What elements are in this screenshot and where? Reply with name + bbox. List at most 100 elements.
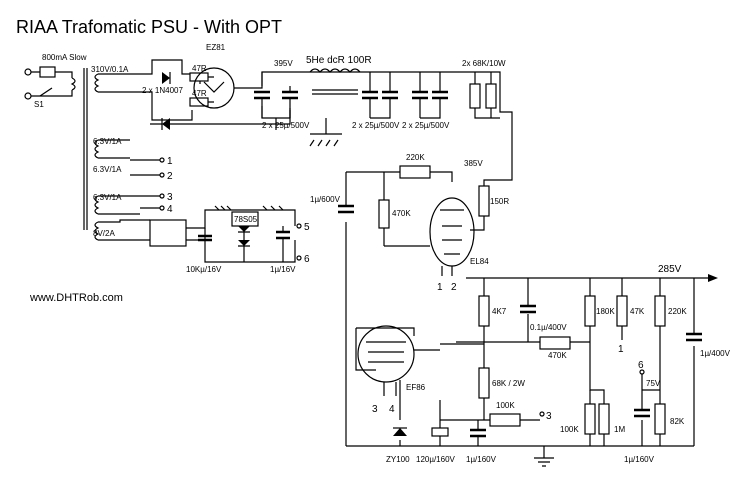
- el84-label: EL84: [470, 257, 489, 266]
- res-150r: [478, 185, 490, 217]
- switch-label: S1: [34, 100, 44, 109]
- cap-120u-label: 120µ/160V: [416, 455, 456, 464]
- choke-label: 5He dcR 100R: [306, 55, 372, 66]
- v75-label: 75V: [646, 379, 661, 388]
- ground-bus: [346, 445, 694, 467]
- res-47r-a-label: 47R: [192, 64, 207, 73]
- cap-1u160b-label: 1µ/160V: [624, 455, 655, 464]
- res-470k-a: [378, 199, 390, 229]
- res-180k-label: 180K: [596, 307, 615, 316]
- hv-winding-label: 310V/0.1A: [91, 65, 129, 74]
- v285-label: 285V: [658, 264, 682, 275]
- mains-input: 800mA Slow S1: [24, 53, 87, 109]
- choke-coil: [309, 68, 361, 73]
- res-220k-top: [399, 165, 431, 179]
- ht-filter: 395V 5He dcR 100R 2x 68K/10W 2 x 25µ/500…: [234, 55, 513, 196]
- ef86-tube: [357, 325, 415, 383]
- ez81-label: EZ81: [206, 43, 226, 52]
- res-100k-a-label: 100K: [496, 401, 515, 410]
- heater2-label: 6.3V/1A: [93, 165, 122, 174]
- res-47r-b-label: 47R: [192, 89, 207, 98]
- pin-3-heater: 3: [167, 192, 173, 203]
- pin-6-bias: 6: [638, 360, 644, 371]
- res-47k: [616, 295, 628, 327]
- bridge-rectifier: [149, 219, 187, 247]
- res-470k-b-label: 470K: [548, 351, 567, 360]
- res-68k-b: [485, 83, 497, 109]
- regulator-label: 78S05: [234, 215, 258, 224]
- switch-symbol: [39, 87, 53, 97]
- diode-symbol-a: [162, 72, 170, 84]
- res-470k-b: [539, 336, 571, 350]
- v385-label: 385V: [464, 159, 483, 168]
- ef86-label: EF86: [406, 383, 426, 392]
- fuse-label: 800mA Slow: [42, 53, 87, 62]
- cap-10k-label: 10Kµ/16V: [186, 265, 222, 274]
- zener-symbol: [393, 428, 407, 436]
- pin-6-reg: 6: [304, 254, 310, 265]
- res-180k: [584, 295, 596, 327]
- res-68k-label: 2x 68K/10W: [462, 59, 506, 68]
- pin-1-el84: 1: [437, 282, 443, 293]
- mains-transformer: 310V/0.1A 6.3V/1A 6.3V/1A 6.3V/1A 8V/2A: [70, 65, 150, 241]
- heater-taps: 1 2 3 4: [130, 156, 173, 215]
- cap-pair1-b: [254, 90, 270, 100]
- res-4k7-label: 4K7: [492, 307, 507, 316]
- heater1-label: 6.3V/1A: [93, 137, 122, 146]
- cap-1u160a-label: 1µ/160V: [466, 455, 497, 464]
- pin-2-heater: 2: [167, 171, 173, 182]
- res-150r-label: 150R: [490, 197, 509, 206]
- res-82k: [654, 403, 666, 435]
- heater3-label: 6.3V/1A: [93, 193, 122, 202]
- low-winding-label: 8V/2A: [93, 229, 115, 238]
- cap-pair2-label: 2 x 25µ/500V: [352, 121, 400, 130]
- ef86-stage: EF86 3 4 68K / 2W 100K 3 ZY100 120µ/160V…: [355, 325, 552, 464]
- res-82k-label: 82K: [670, 417, 685, 426]
- fuse-symbol: [39, 66, 56, 78]
- v395-label: 395V: [274, 59, 293, 68]
- pin-4-ef86: 4: [389, 404, 395, 415]
- rectifier-section: 47R 47R 2 x 1N4007 EZ81: [130, 43, 291, 130]
- bias-divider: 100K 1M 75V 6 82K 1µ/160V: [560, 360, 685, 464]
- el84-tube: [429, 197, 475, 267]
- rail-285v: 285V 4K7 0.1µ/400V 470K 180K 47K 220K 1µ…: [456, 264, 731, 446]
- pin-3-out: 3: [546, 411, 552, 422]
- schematic-title: RIAA Trafomatic PSU - With OPT: [16, 17, 282, 37]
- res-220k-top-label: 220K: [406, 153, 425, 162]
- diode-symbol-b: [162, 118, 170, 130]
- res-100k-b: [584, 403, 596, 435]
- res-47k-label: 47K: [630, 307, 645, 316]
- pin-4-heater: 4: [167, 204, 173, 215]
- cap-pair3-label: 2 x 25µ/500V: [402, 121, 450, 130]
- res-68k-2w: [478, 367, 490, 399]
- cap-1u16-label: 1µ/16V: [270, 265, 296, 274]
- res-68k-a: [469, 83, 481, 109]
- res-220k-b: [654, 295, 666, 327]
- res-4k7: [478, 295, 490, 327]
- cap-pair1-a: [282, 90, 298, 100]
- res-470k-a-label: 470K: [392, 209, 411, 218]
- res-100k-b-label: 100K: [560, 425, 579, 434]
- regulator-section: 78S05 10Kµ/16V 1µ/16V 5 6: [149, 205, 310, 274]
- cap-1u600-label: 1µ/600V: [310, 195, 341, 204]
- cap-1u400-label: 1µ/400V: [700, 349, 731, 358]
- res-1m-label: 1M: [614, 425, 625, 434]
- cap-01u400-label: 0.1µ/400V: [530, 323, 567, 332]
- pin-5: 5: [304, 222, 310, 233]
- cap-pair1-label: 2 x 25µ/500V: [262, 121, 310, 130]
- res-1m: [598, 403, 610, 435]
- pin-2-el84: 2: [451, 282, 457, 293]
- res-68k-2w-label: 68K / 2W: [492, 379, 525, 388]
- res-100k-a: [489, 413, 521, 427]
- res-220k-b-label: 220K: [668, 307, 687, 316]
- website-link[interactable]: www.DHTRob.com: [29, 292, 123, 304]
- zener-label: ZY100: [386, 455, 410, 464]
- pin-1-rail: 1: [618, 344, 624, 355]
- cap-120u: [431, 427, 449, 437]
- el84-stage: 220K 385V 150R 470K 1µ/600V EL84 1 2: [310, 153, 509, 446]
- pin-3-ef86: 3: [372, 404, 378, 415]
- diodes-label: 2 x 1N4007: [142, 86, 183, 95]
- pin-1-heater: 1: [167, 156, 173, 167]
